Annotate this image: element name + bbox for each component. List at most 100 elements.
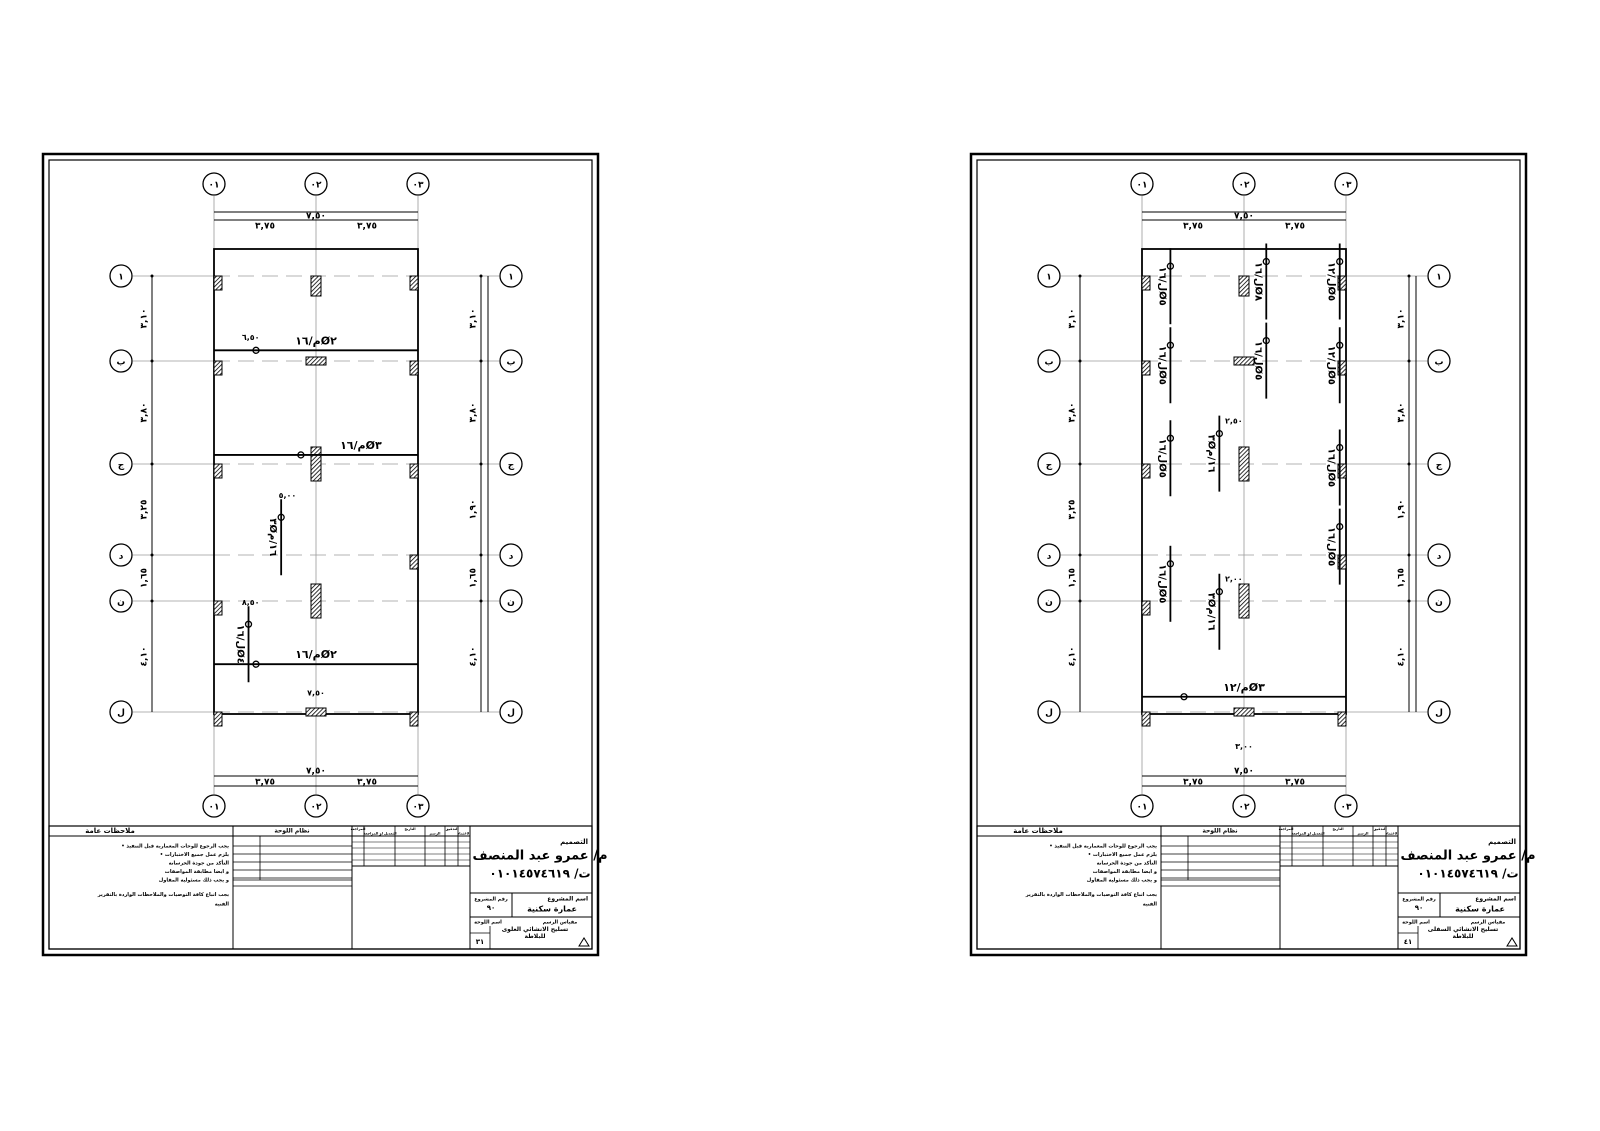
structural-column bbox=[1141, 275, 1151, 291]
general-note: • يجب الرجوع للوحات المعمارية قبل التنفي… bbox=[121, 844, 229, 850]
dimension-right: ٣,٨٠ bbox=[469, 403, 479, 423]
dimension-note: ٥,٠٠ bbox=[279, 491, 297, 500]
structural-column bbox=[1337, 360, 1347, 376]
dimension-note: ٢,٠٠ bbox=[1225, 575, 1243, 584]
project-name: عمارة سكنية bbox=[1455, 905, 1505, 914]
rebar-marker bbox=[1336, 341, 1344, 349]
general-note: التأكد من جودة الخرسانة bbox=[1097, 860, 1158, 867]
rebar-label: ل/١٢Ø٥ bbox=[1326, 262, 1338, 301]
sheet-name-box: تسليح الانشائي السفلى للبلاطة bbox=[1427, 926, 1499, 940]
designer-name: م/ عمرو عبد المنصف bbox=[473, 849, 608, 864]
general-note: يجب اتباع كافة التوصيات والملاحظات الوار… bbox=[1025, 892, 1157, 898]
revision-column-header: المراجعة bbox=[1279, 827, 1294, 831]
column-bottom-3-label: ٠٣ bbox=[413, 803, 424, 813]
column-bottom-3-label: ٠٣ bbox=[1341, 803, 1352, 813]
dimension-part: ٣,٧٥ bbox=[1183, 778, 1203, 788]
row-right-2-bubble bbox=[1427, 349, 1451, 373]
row-right-5-bubble bbox=[499, 589, 523, 613]
rebar-label: ل/١٢Ø٥ bbox=[1326, 346, 1338, 385]
row-left-4-bubble bbox=[109, 543, 133, 567]
row-left-2-label: ب bbox=[1044, 358, 1053, 368]
dimension-note: ٧,٥٠ bbox=[307, 689, 325, 698]
dim-tick bbox=[1078, 274, 1082, 278]
sheet-label: اسم اللوحة bbox=[1402, 920, 1430, 926]
structural-column bbox=[1141, 600, 1151, 616]
row-left-2-bubble bbox=[109, 349, 133, 373]
row-right-2-bubble bbox=[499, 349, 523, 373]
dimension-total: ٧,٥٠ bbox=[1234, 212, 1254, 222]
structural-column bbox=[409, 554, 419, 570]
general-note: يجب اتباع كافة التوصيات والملاحظات الوار… bbox=[97, 892, 229, 898]
column-1-bubble bbox=[202, 172, 226, 196]
rebar-label: ٣Ø١٦/م bbox=[1205, 435, 1217, 473]
dimension-right: ١,٦٥ bbox=[469, 568, 479, 588]
title-block-frame bbox=[48, 825, 593, 950]
dim-tick bbox=[479, 599, 483, 603]
revision-column-header: التدقيق bbox=[1374, 827, 1387, 831]
dimension-part: ٣,٧٥ bbox=[255, 778, 275, 788]
dimension-right: ١,٩٠ bbox=[469, 500, 479, 520]
rebar-marker bbox=[1262, 257, 1270, 266]
sheet-name-box: تسليح الانشائي العلوى للبلاطة bbox=[501, 926, 569, 940]
dimension-total: ٧,٥٠ bbox=[306, 767, 326, 777]
structural-column bbox=[213, 463, 223, 479]
dimension-right: ١,٦٥ bbox=[1397, 568, 1407, 588]
rebar-label: ل/١٦Ø٨ bbox=[1252, 262, 1264, 301]
row-right-3-label: ج bbox=[508, 461, 515, 471]
north-triangle-icon bbox=[1506, 937, 1518, 947]
row-right-4-bubble bbox=[499, 543, 523, 567]
dimension-total: ٧,٥٠ bbox=[1234, 767, 1254, 777]
revision-column-header: الاعتماد bbox=[1385, 832, 1398, 836]
row-right-5-label: ن bbox=[507, 598, 515, 608]
column-bottom-1-bubble bbox=[202, 794, 226, 818]
row-left-5-label: ن bbox=[1045, 598, 1053, 608]
dim-tick bbox=[150, 553, 154, 557]
structural-column bbox=[1141, 360, 1151, 376]
project-name: عمارة سكنية bbox=[527, 905, 577, 914]
dimension-left: ١,٦٥ bbox=[1068, 568, 1078, 588]
general-note: و يجب ذلك مسئولية المقاول bbox=[159, 878, 229, 884]
row-left-6-bubble bbox=[109, 700, 133, 724]
row-left-6-bubble bbox=[1037, 700, 1061, 724]
row-left-5-label: ن bbox=[117, 598, 125, 608]
row-left-1-bubble bbox=[1037, 264, 1061, 288]
rebar-marker bbox=[277, 513, 285, 521]
rebar-label: ل/١٦Ø٥ bbox=[1156, 439, 1168, 478]
dimension-note: ٨,٥٠ bbox=[242, 598, 260, 607]
dimension-note: ٦,٥٠ bbox=[242, 333, 260, 342]
column-bottom-1-label: ٠١ bbox=[1137, 803, 1148, 813]
rebar-marker bbox=[1336, 522, 1344, 531]
sheet-name: تسليح الانشائي العلوى للبلاطة bbox=[501, 926, 569, 940]
dimension-right: ٤,١٠ bbox=[469, 647, 479, 667]
structural-column bbox=[409, 275, 419, 291]
row-left-1-label: ١ bbox=[118, 273, 124, 283]
dim-tick bbox=[479, 553, 483, 557]
row-right-3-label: ج bbox=[1436, 461, 1443, 471]
revision-column-header: التعديل او المراجعة bbox=[1291, 832, 1324, 836]
row-right-4-label: د bbox=[509, 552, 514, 562]
dim-tick bbox=[1407, 462, 1411, 466]
dimension-left: ٣,٨٠ bbox=[140, 403, 150, 423]
rebar-label: ٣Ø١٦/م bbox=[267, 518, 279, 556]
revision-column-header: الرسم bbox=[1358, 832, 1369, 836]
sheet-name: تسليح الانشائي السفلى للبلاطة bbox=[1427, 926, 1499, 940]
row-right-1-label: ١ bbox=[508, 273, 514, 283]
designer-name: م/ عمرو عبد المنصف bbox=[1401, 849, 1536, 864]
row-left-2-bubble bbox=[1037, 349, 1061, 373]
column-2-bubble bbox=[304, 172, 328, 196]
revision-column-header: المراجعة bbox=[351, 827, 366, 831]
notes-header: ملاحظات عامة bbox=[85, 827, 135, 835]
row-right-1-bubble bbox=[1427, 264, 1451, 288]
structural-column bbox=[1337, 711, 1347, 727]
dim-tick bbox=[150, 359, 154, 363]
row-left-4-label: د bbox=[119, 552, 124, 562]
sheet-frame-outer bbox=[41, 152, 600, 957]
dim-tick bbox=[479, 359, 483, 363]
row-left-6-label: ل bbox=[117, 709, 125, 719]
general-note: الفنية bbox=[215, 902, 230, 908]
sheet-number: ٣١ bbox=[476, 938, 485, 946]
row-right-6-label: ل bbox=[1435, 709, 1443, 719]
